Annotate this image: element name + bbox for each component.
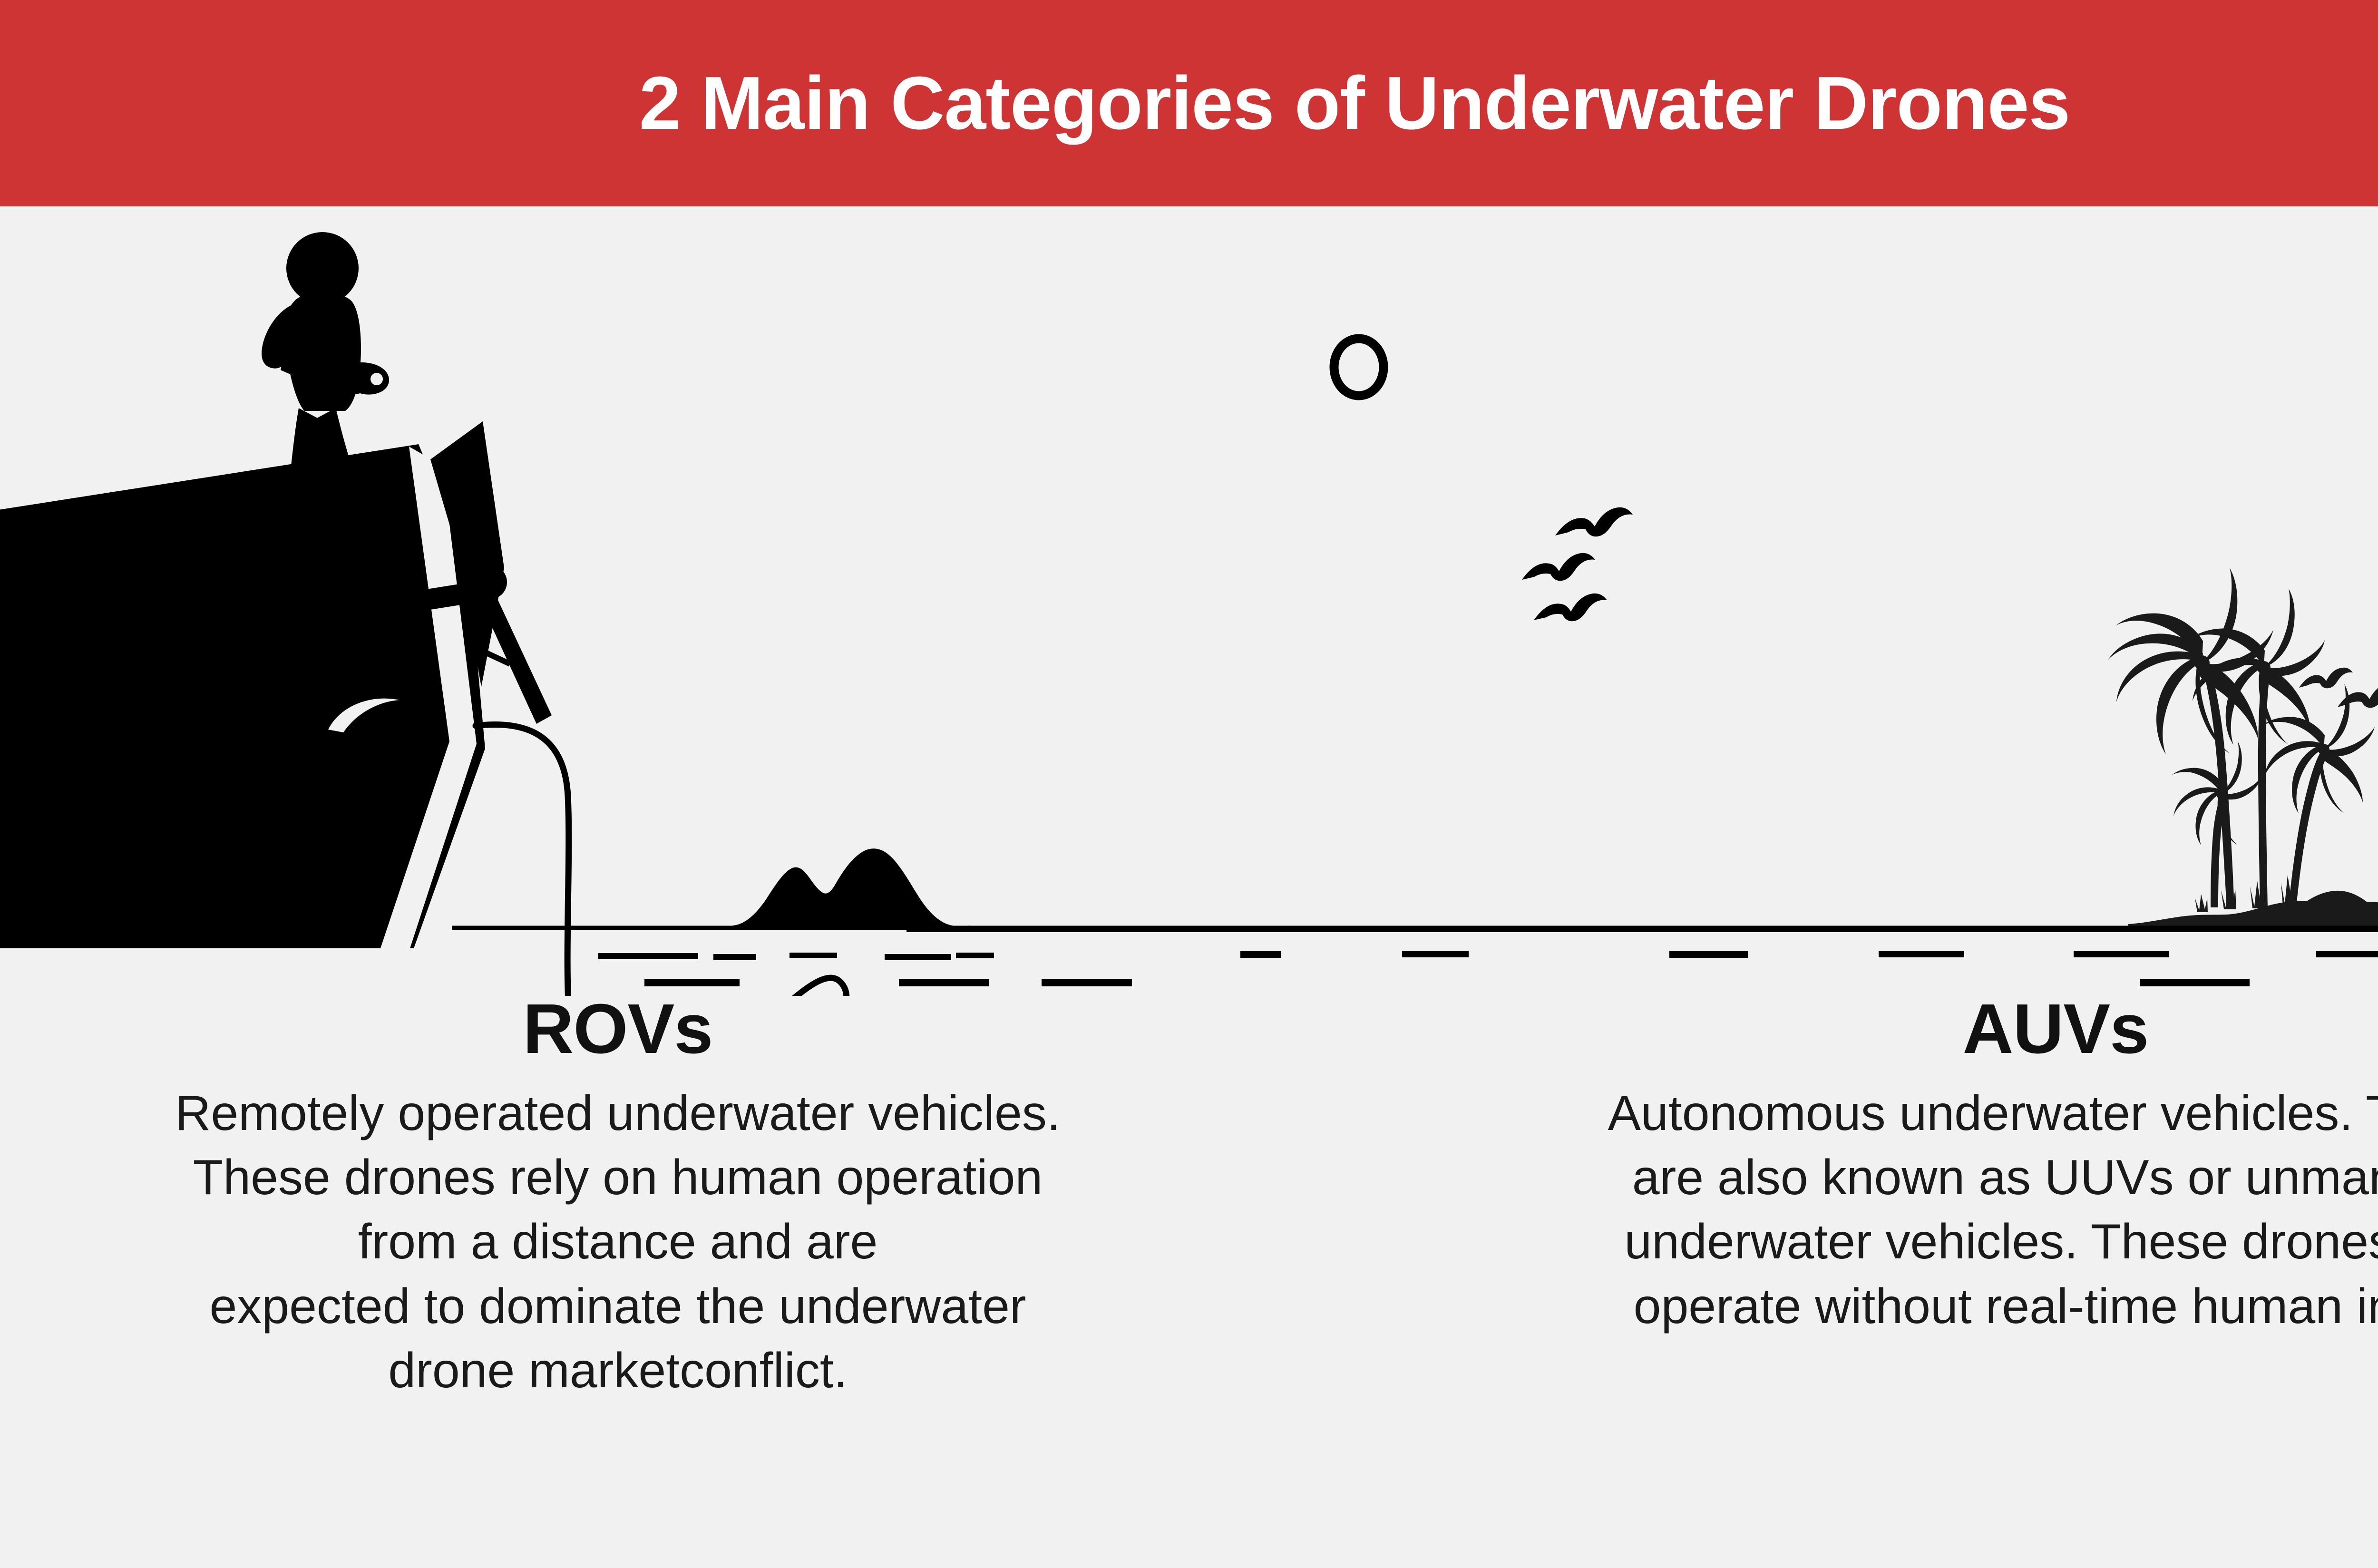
category-auvs: AUVs Autonomous underwater vehicles. The… (1355, 994, 2378, 1568)
scene-svg (0, 232, 2378, 996)
rov-tether-cable (472, 721, 850, 996)
distant-rock-island (733, 848, 970, 928)
sun-icon (1329, 334, 1388, 400)
water-wave-dashes (598, 951, 2378, 986)
operator-with-remote-control (262, 232, 390, 575)
auvs-description: Autonomous underwater vehicles. These ar… (1608, 1086, 2378, 1334)
header-band (0, 0, 2378, 206)
birds-sky-icon (1522, 507, 1633, 622)
sea-surface-thick (906, 926, 2378, 932)
rovs-description: Remotely operated underwater vehicles. T… (175, 1086, 1061, 1398)
page-title: 2 Main Categories of Underwater Drones (639, 61, 2071, 145)
category-columns: ROVs Remotely operated underwater vehicl… (0, 994, 2378, 1568)
auvs-heading: AUVs (1962, 990, 2149, 1068)
palm-tree-island (2108, 568, 2378, 927)
illustration-scene (0, 206, 2378, 996)
research-boat (0, 232, 552, 948)
birds-island-icon (2299, 667, 2378, 708)
rovs-heading: ROVs (523, 990, 713, 1068)
category-rovs: ROVs Remotely operated underwater vehicl… (0, 994, 1355, 1568)
